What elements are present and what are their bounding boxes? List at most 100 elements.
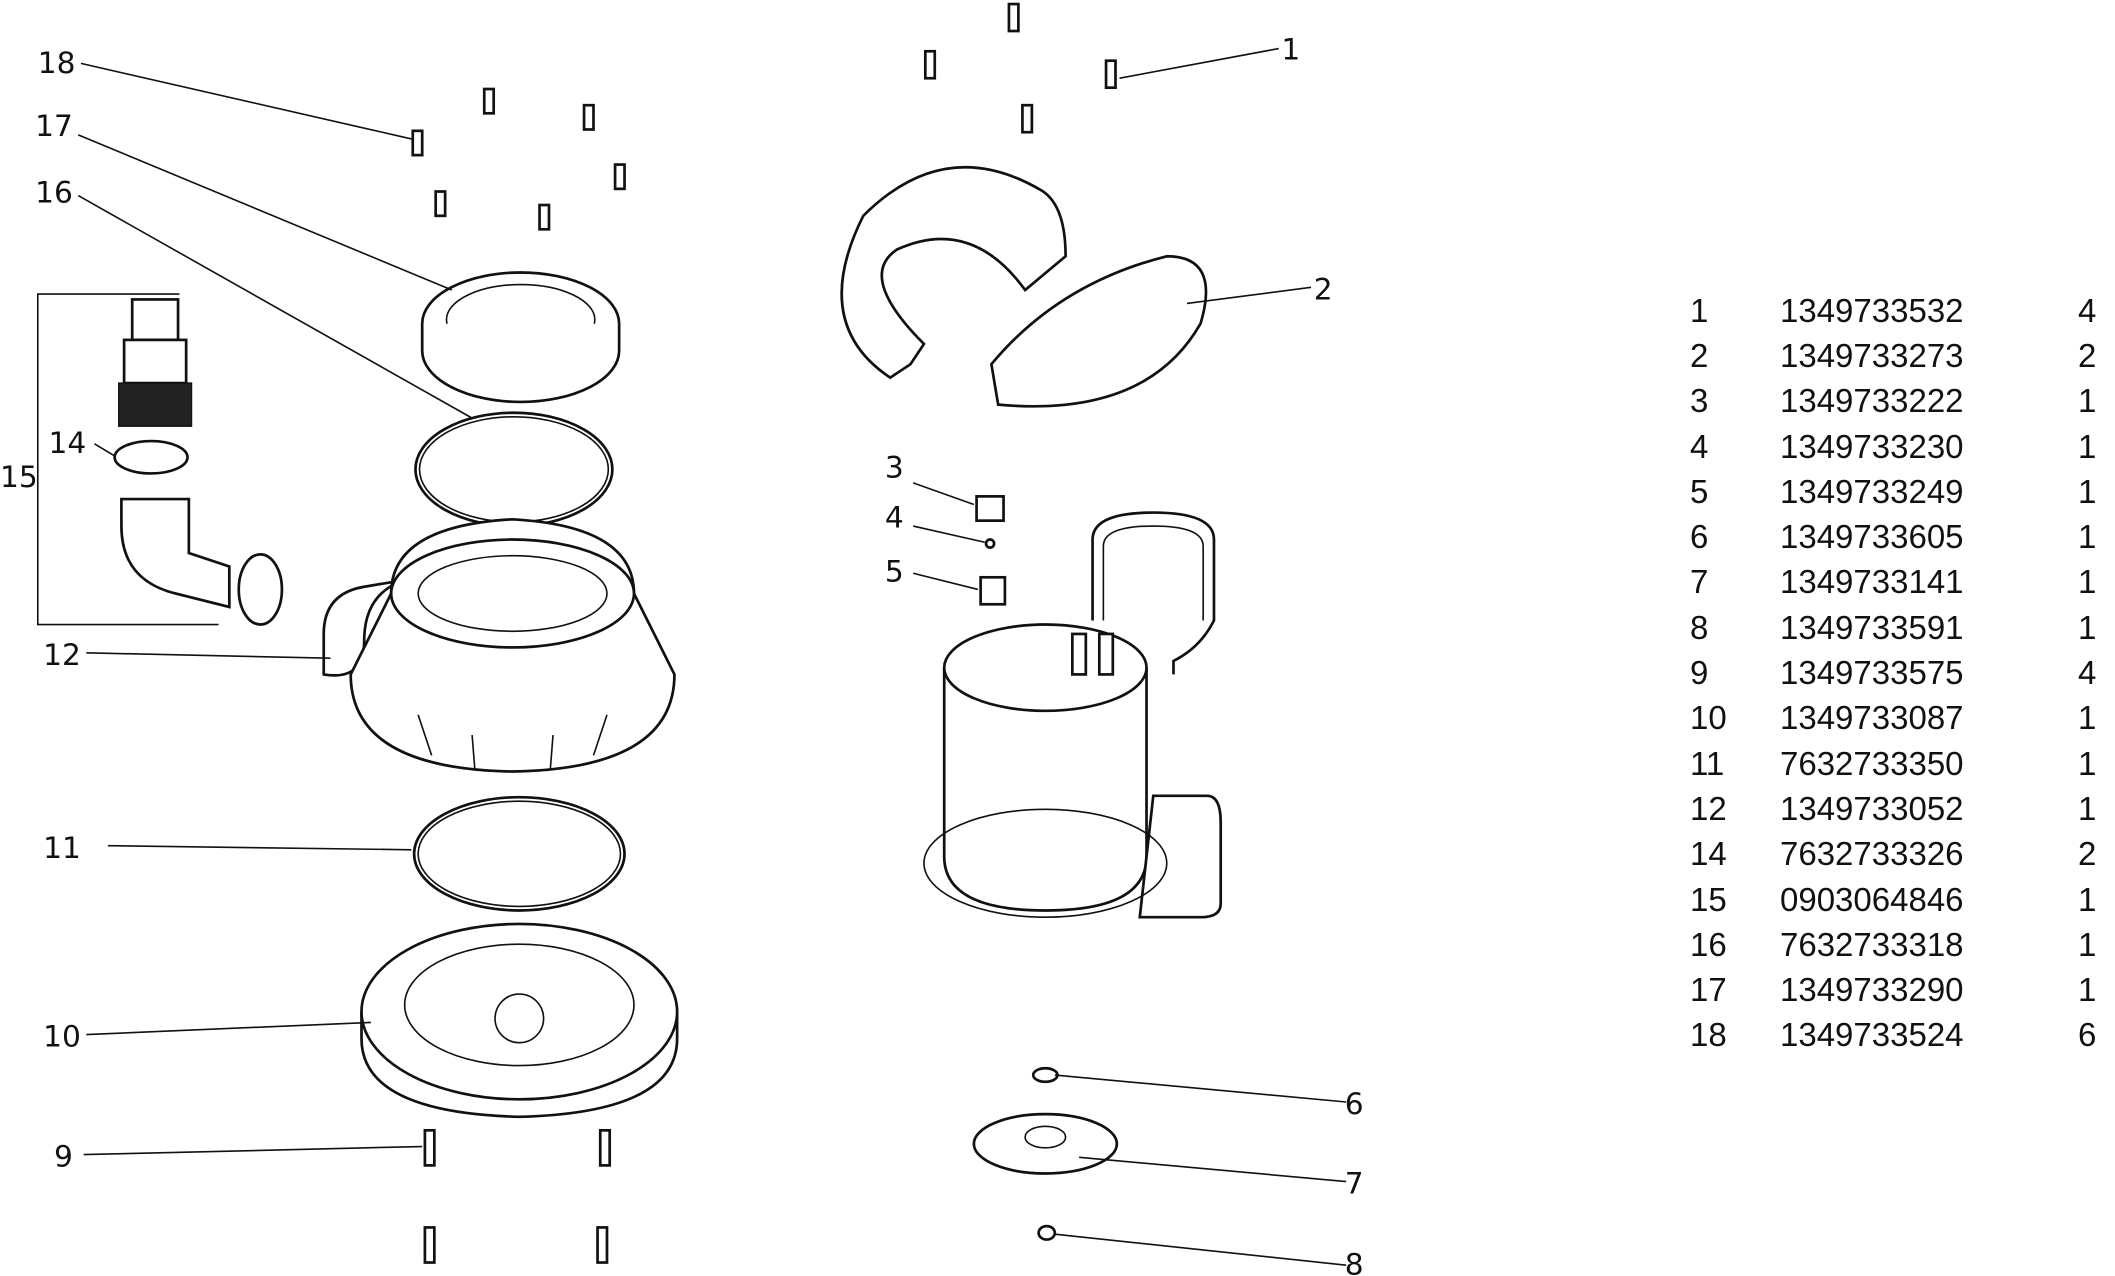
quantity: 2 (2078, 835, 2097, 873)
parts-list-row: 16 7632733318 1 (1690, 922, 2115, 967)
item-number: 18 (1690, 1016, 1727, 1054)
callout-2: 2 (1314, 271, 1333, 306)
parts-list-row: 17 1349733290 1 (1690, 967, 2115, 1012)
callout-8: 8 (1345, 1247, 1364, 1276)
item-number: 1 (1690, 291, 1709, 329)
part-number: 1349733591 (1780, 608, 1964, 646)
callout-11: 11 (43, 830, 81, 865)
o-ring-11 (412, 795, 626, 912)
parts-list-row: 9 1349733575 4 (1690, 650, 2115, 695)
part-number: 7632733326 (1780, 835, 1964, 873)
part-number: 7632733318 (1780, 925, 1964, 963)
part-number: 1349733290 (1780, 971, 1964, 1009)
nut-3 (975, 495, 1005, 522)
parts-list-row: 14 7632733326 2 (1690, 832, 2115, 877)
pump-housing-12 (322, 517, 676, 773)
callout-15: 15 (0, 459, 38, 494)
quantity: 1 (2078, 789, 2097, 827)
locking-ring-17 (420, 271, 621, 404)
part-number: 1349733605 (1780, 518, 1964, 556)
ball-4 (984, 538, 996, 549)
quantity: 1 (2078, 472, 2097, 510)
callout-9: 9 (54, 1139, 73, 1174)
o-ring-16 (414, 411, 614, 528)
item-number: 15 (1690, 880, 1727, 918)
callout-5: 5 (885, 553, 904, 588)
item-number: 3 (1690, 382, 1709, 420)
part-number: 1349733532 (1780, 291, 1964, 329)
callout-1: 1 (1281, 31, 1300, 66)
parts-list-row: 7 1349733141 1 (1690, 560, 2115, 605)
item-number: 2 (1690, 336, 1709, 374)
item-number: 4 (1690, 427, 1709, 465)
callout-3: 3 (885, 449, 904, 484)
parts-list-row: 15 0903064846 1 (1690, 877, 2115, 922)
screws-1 (923, 2, 1117, 134)
part-number: 1349733052 (1780, 789, 1964, 827)
quantity: 2 (2078, 336, 2097, 374)
screws-9 (423, 1128, 612, 1264)
callout-labels: 1 2 3 4 5 6 7 8 9 10 11 12 14 15 16 17 1… (0, 31, 1364, 1276)
item-number: 5 (1690, 472, 1709, 510)
item-number: 12 (1690, 789, 1727, 827)
part-number: 0903064846 (1780, 880, 1964, 918)
quantity: 1 (2078, 427, 2097, 465)
parts-list-row: 2 1349733273 2 (1690, 333, 2115, 378)
part-number: 7632733350 (1780, 744, 1964, 782)
base-plate-10 (360, 922, 679, 1119)
quantity: 1 (2078, 971, 2097, 1009)
item-number: 10 (1690, 699, 1727, 737)
quantity: 6 (2078, 1016, 2097, 1054)
callout-7: 7 (1345, 1166, 1364, 1201)
part-number: 1349733087 (1780, 699, 1964, 737)
parts-list-row: 5 1349733249 1 (1690, 469, 2115, 514)
item-number: 6 (1690, 518, 1709, 556)
parts-list-row: 1 1349733532 4 (1690, 288, 2115, 333)
item-number: 14 (1690, 835, 1727, 873)
nut-8 (1037, 1224, 1057, 1241)
quantity: 1 (2078, 925, 2097, 963)
item-number: 9 (1690, 654, 1709, 692)
parts-list-row: 10 1349733087 1 (1690, 696, 2115, 741)
part-number: 1349733524 (1780, 1016, 1964, 1054)
valve-5 (979, 575, 1007, 606)
hose-connector-kit-15 (36, 293, 284, 626)
screws-18 (411, 87, 626, 231)
quantity: 1 (2078, 744, 2097, 782)
callout-14: 14 (49, 425, 87, 460)
callout-10: 10 (43, 1019, 81, 1054)
callout-6: 6 (1345, 1086, 1364, 1121)
quantity: 1 (2078, 699, 2097, 737)
quantity: 1 (2078, 563, 2097, 601)
motor-unit (923, 511, 1223, 919)
part-number: 1349733273 (1780, 336, 1964, 374)
impeller-7 (972, 1112, 1119, 1175)
quantity: 1 (2078, 880, 2097, 918)
washer-6 (1031, 1066, 1059, 1084)
callout-17: 17 (35, 108, 73, 143)
quantity: 1 (2078, 518, 2097, 556)
parts-list-row: 11 7632733350 1 (1690, 741, 2115, 786)
quantity: 4 (2078, 654, 2097, 692)
part-number: 1349733249 (1780, 472, 1964, 510)
callout-16: 16 (35, 174, 73, 209)
callout-4: 4 (885, 499, 904, 534)
item-number: 17 (1690, 971, 1727, 1009)
handle-2 (840, 165, 1208, 408)
callout-18: 18 (38, 45, 76, 80)
quantity: 1 (2078, 608, 2097, 646)
item-number: 7 (1690, 563, 1709, 601)
quantity: 4 (2078, 291, 2097, 329)
part-number: 1349733141 (1780, 563, 1964, 601)
parts-list-row: 12 1349733052 1 (1690, 786, 2115, 831)
item-number: 16 (1690, 925, 1727, 963)
part-number: 1349733575 (1780, 654, 1964, 692)
item-number: 11 (1690, 744, 1725, 782)
callout-12: 12 (43, 637, 81, 672)
leader-lines (77, 47, 1347, 1267)
